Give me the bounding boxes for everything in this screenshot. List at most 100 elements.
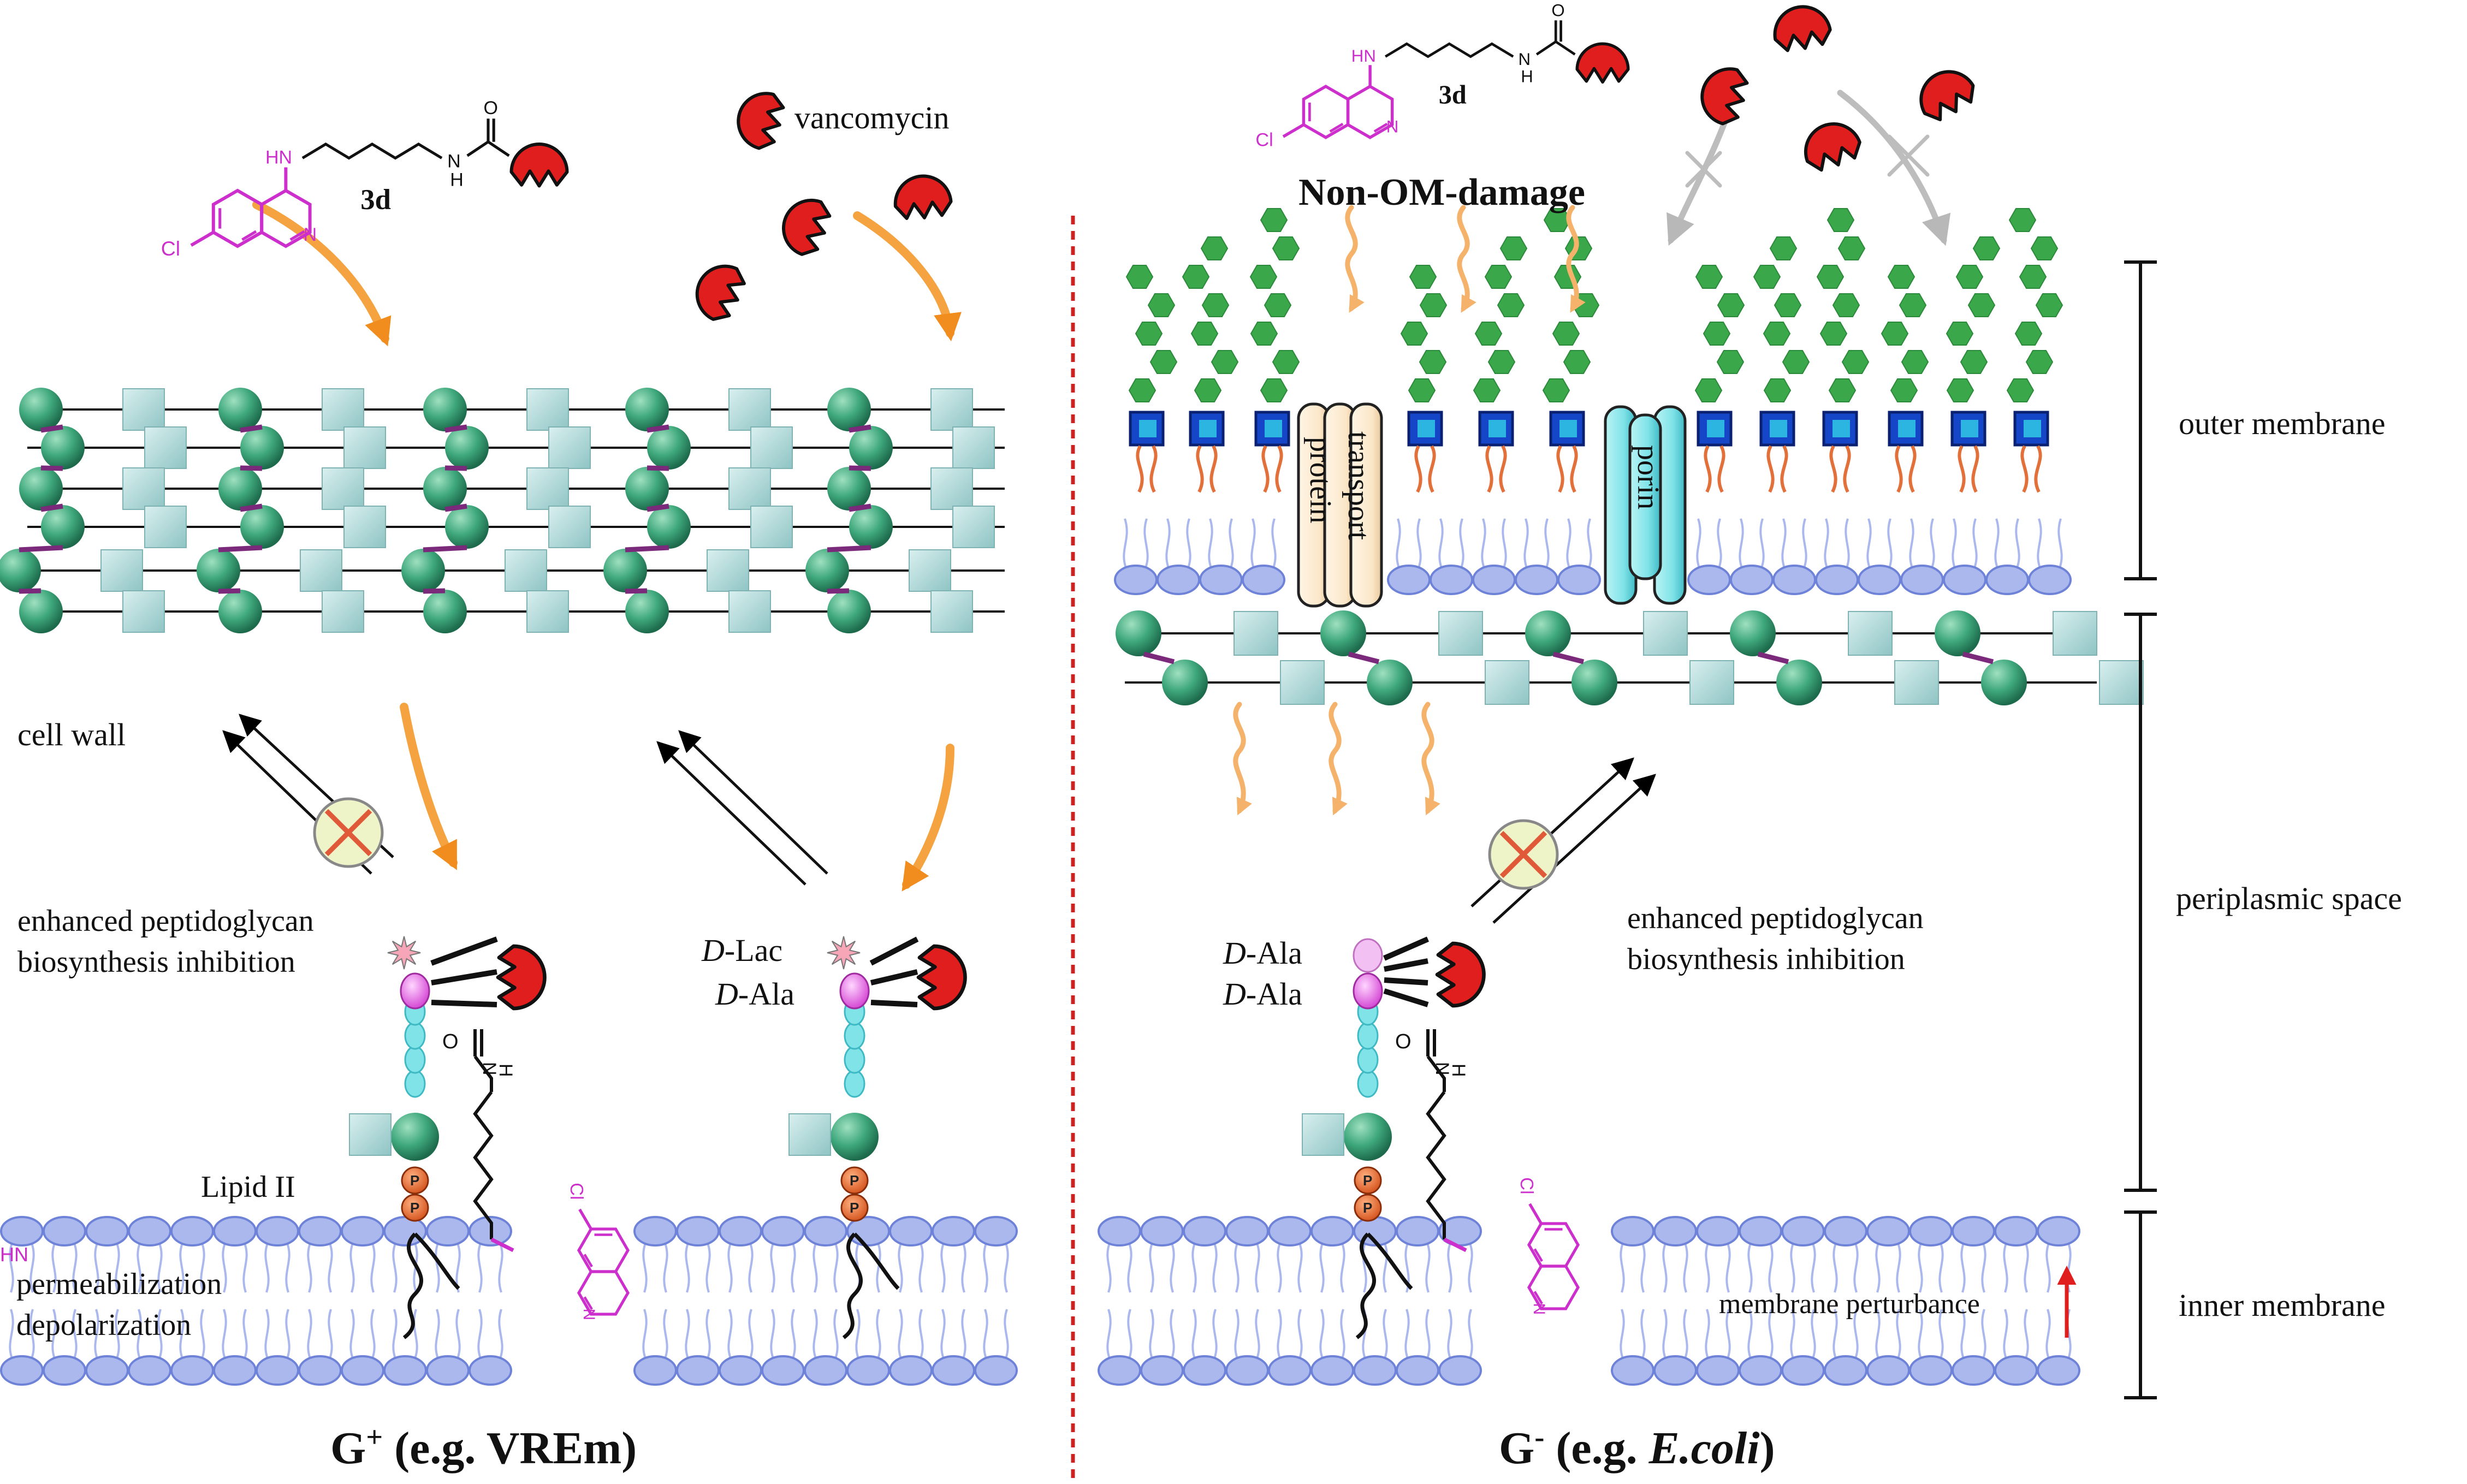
- bound-vancomycin-icon: [1437, 943, 1484, 1006]
- lipid-head: [1611, 1308, 1654, 1386]
- nam-block: [322, 388, 364, 431]
- lipid-head: [1199, 518, 1243, 595]
- lipid-head: [1225, 1308, 1269, 1386]
- lipid-head: [256, 1308, 299, 1386]
- o-antigen-hexagon: [1272, 236, 1300, 260]
- hydrogen-bond: [431, 1000, 497, 1007]
- o-antigen-hexagon: [1899, 293, 1926, 317]
- amide-bond: [1426, 1055, 1446, 1092]
- o-antigen-hexagon: [1717, 350, 1744, 374]
- inhibition-symbol-right: [1488, 819, 1559, 890]
- lps-molecule: [1824, 412, 1857, 492]
- lipid-head: [1396, 1308, 1439, 1386]
- nag-sphere: [423, 467, 467, 511]
- lipid-head: [889, 1308, 933, 1386]
- o-antigen-hexagon: [1126, 265, 1153, 289]
- o-antigen-hexagon: [1409, 265, 1437, 289]
- amide-nitrogen-label: N: [1519, 50, 1531, 69]
- vancomycin-icon: [688, 2, 1980, 325]
- alkyl-chain: [301, 143, 443, 160]
- amine-label: HN: [1351, 46, 1376, 66]
- lipid-head: [1696, 1216, 1740, 1293]
- cell-wall-label: cell wall: [17, 717, 126, 752]
- nag-sphere: [805, 549, 849, 592]
- nag-sphere: [218, 388, 262, 431]
- lipid-head: [1387, 518, 1431, 595]
- hydrogen-bond: [430, 936, 498, 966]
- o-antigen-hexagon: [1129, 378, 1156, 402]
- peptide-bead: [844, 1046, 865, 1074]
- lipid-head: [676, 1216, 720, 1293]
- o-antigen-hexagon: [1488, 350, 1515, 374]
- amide-bond: [466, 140, 510, 157]
- lipid-head: [804, 1308, 847, 1386]
- nam-block: [300, 549, 342, 592]
- transport-protein-label-protein: protein: [1303, 437, 1337, 524]
- peptide-bead: [404, 1070, 426, 1098]
- dala-terminus: [839, 972, 870, 1010]
- lipid-head: [298, 1216, 342, 1293]
- membrane-brackets: [2124, 260, 2157, 1399]
- o-antigen-hexagon: [1947, 378, 1974, 402]
- nam-block: [930, 467, 973, 510]
- porin-label: porin: [1631, 445, 1665, 509]
- o-antigen-hexagon: [1563, 350, 1591, 374]
- nag-sphere: [625, 388, 669, 431]
- nag-sphere: [391, 1113, 439, 1161]
- lipid-tail: [842, 1232, 863, 1339]
- o-antigen-hexagon: [1202, 293, 1229, 317]
- lipid-tail: [1355, 1232, 1377, 1339]
- nam-block: [728, 388, 771, 431]
- o-antigen-hexagon: [1272, 350, 1300, 374]
- chloroquinoline-ring: ClN: [161, 188, 317, 260]
- lipid-head: [1310, 1216, 1354, 1293]
- lipid-head: [1824, 1308, 1867, 1386]
- lipid-head: [1114, 518, 1158, 595]
- nam-block: [750, 506, 793, 548]
- transport-protein-label-transport: transport: [1342, 431, 1375, 541]
- amine-bond: [1443, 1237, 1467, 1253]
- o-antigen-hexagon: [1946, 322, 1973, 346]
- peptide-crosslink: [625, 545, 669, 553]
- peptide-crosslink: [423, 545, 467, 553]
- nam-block: [322, 590, 364, 633]
- lipid-head: [974, 1216, 1018, 1293]
- o-antigen-hexagon: [1191, 322, 1218, 346]
- peptide-crosslink: [1143, 651, 1175, 664]
- double-bond: [1373, 122, 1388, 133]
- o-antigen-hexagon: [1774, 293, 1801, 317]
- o-antigen-hexagon: [2015, 322, 2042, 346]
- nam-block: [1485, 660, 1529, 705]
- o-antigen-hexagon: [1473, 378, 1501, 402]
- o-antigen-hexagon: [2031, 236, 2058, 260]
- pyridine-ring: [1527, 1265, 1580, 1310]
- alkyl-chain: [1426, 1091, 1446, 1239]
- alkyl-chain: [1384, 42, 1514, 58]
- chlorine-label: Cl: [1517, 1177, 1537, 1194]
- amine-label: HN: [265, 147, 292, 168]
- nam-block: [1438, 611, 1483, 656]
- chloro-bond: [1282, 123, 1304, 138]
- transport-protein: protein transport: [1297, 402, 1383, 608]
- lipid-head: [1985, 518, 2029, 595]
- bound-vancomycin-icon: [498, 946, 545, 1008]
- peptide-bead: [1357, 1070, 1379, 1098]
- non-om-damage-label: Non-OM-damage: [1298, 171, 1585, 213]
- nag-sphere: [218, 467, 262, 511]
- nam-block: [343, 426, 386, 469]
- depolarization-label: depolarization: [16, 1308, 191, 1342]
- hydrogen-bond: [1384, 958, 1428, 972]
- membrane-perturbance-label: membrane perturbance: [1719, 1289, 1980, 1320]
- right-dala-label-1: D-Ala: [1223, 935, 1302, 971]
- o-antigen-hexagon: [1695, 265, 1723, 289]
- nag-sphere: [647, 426, 691, 470]
- lipid-head: [1098, 1308, 1141, 1386]
- o-antigen-hexagon: [1817, 265, 1844, 289]
- chloro-bond: [578, 1208, 592, 1230]
- lipid-head: [1557, 518, 1601, 595]
- nag-sphere: [827, 467, 871, 511]
- nam-block: [707, 549, 749, 592]
- dlac-label: D-Lac: [701, 933, 782, 968]
- phosphate-label: P: [850, 1200, 859, 1216]
